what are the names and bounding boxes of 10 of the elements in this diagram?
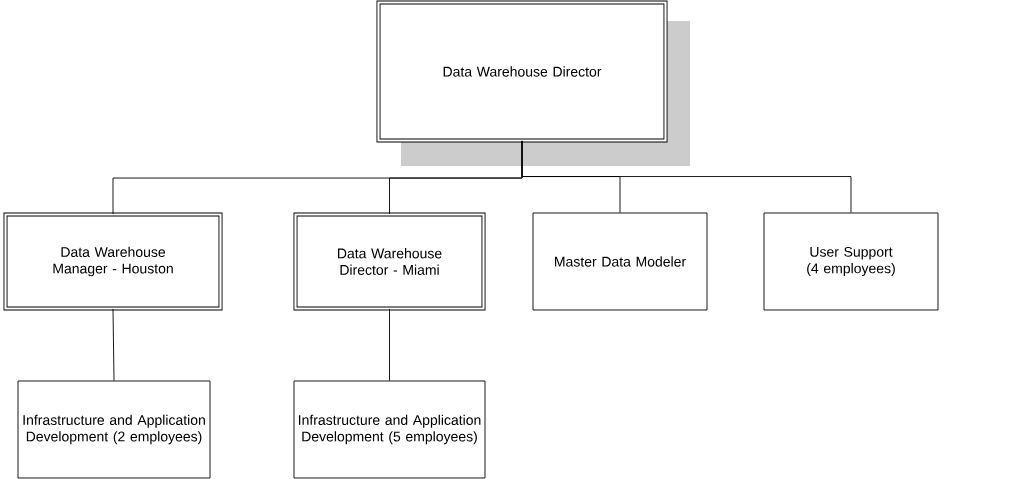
position-box: Infrastructure and Application Development (5 employees) — [293, 380, 486, 479]
connector-line — [112, 308, 115, 381]
position-box: Data Warehouse Director — [376, 0, 668, 143]
connector-line — [389, 308, 390, 381]
position-box: Data Warehouse Director - Miami — [293, 212, 486, 311]
position-box: User Support (4 employees) — [763, 212, 939, 311]
position-box: Infrastructure and Application Development (2 employees) — [17, 380, 211, 479]
position-box: Master Data Modeler — [532, 212, 708, 311]
connector-line — [521, 140, 852, 213]
position-box: Data Warehouse Manager - Houston — [3, 212, 223, 311]
